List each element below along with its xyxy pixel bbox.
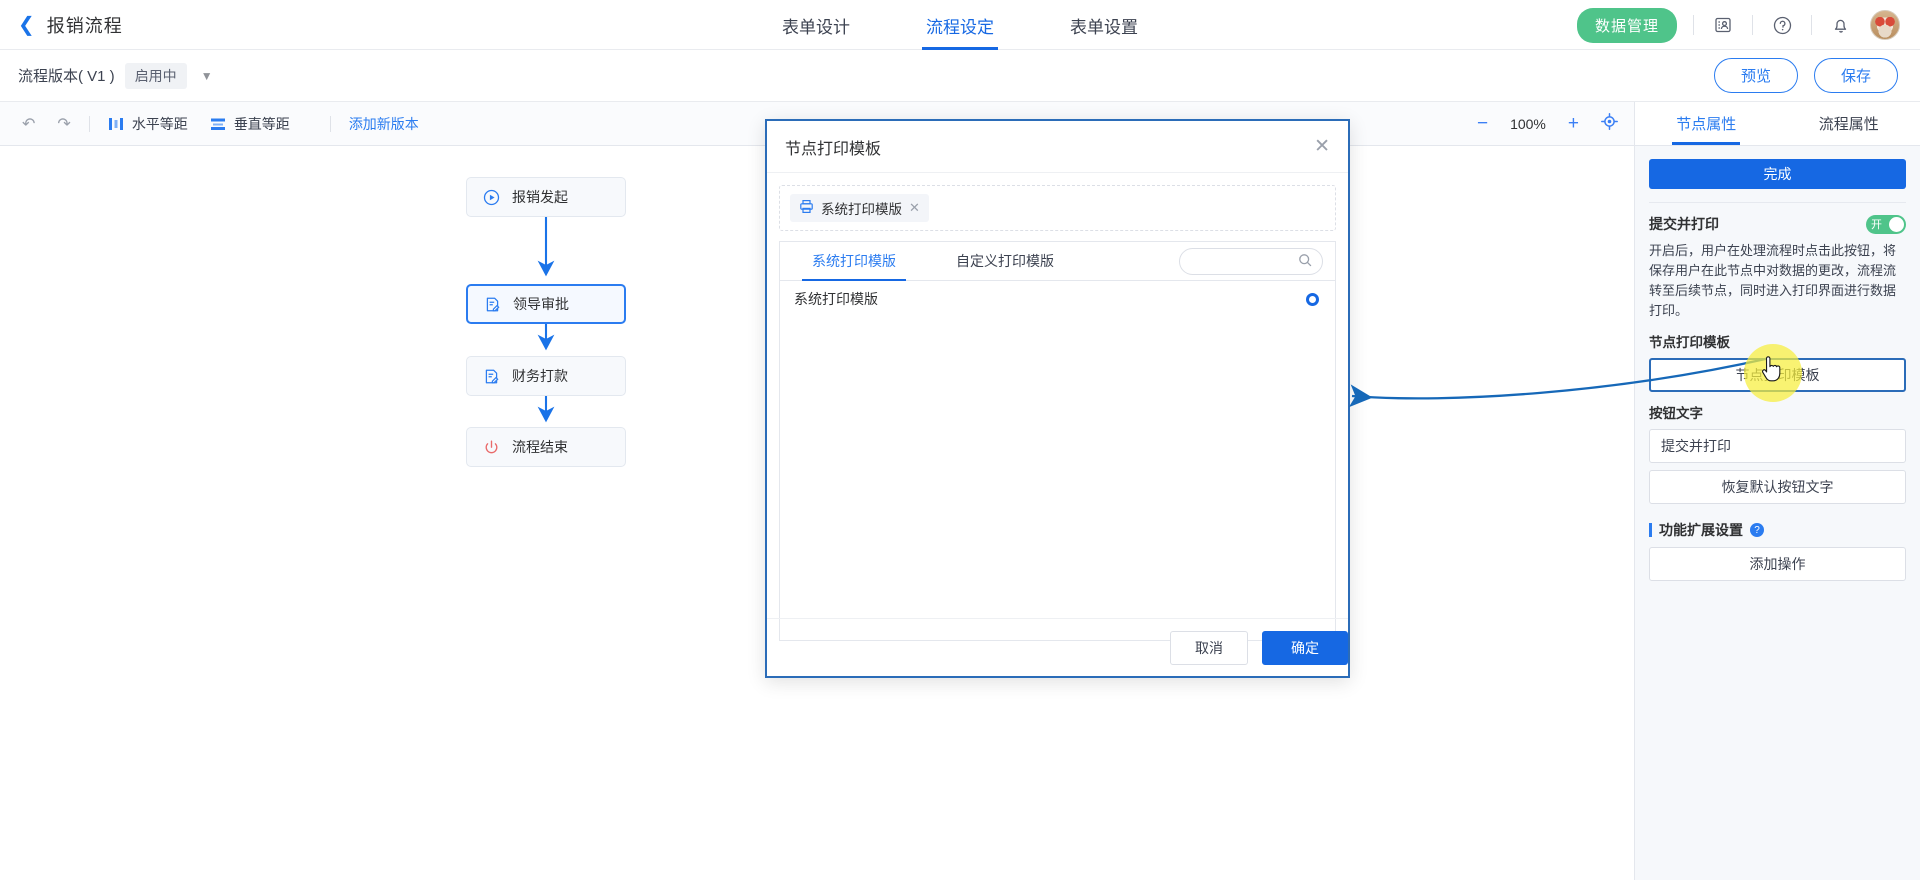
tab-process-settings[interactable]: 流程设定 <box>922 0 998 50</box>
avatar[interactable] <box>1870 10 1900 40</box>
tab-node-properties[interactable]: 节点属性 <box>1635 102 1778 145</box>
chevron-down-icon[interactable]: ▼ <box>200 68 213 83</box>
chevron-left-icon[interactable]: ❮ <box>18 13 35 36</box>
selected-template-chip[interactable]: 系统打印模版 ✕ <box>790 194 929 222</box>
data-management-button[interactable]: 数据管理 <box>1576 7 1677 43</box>
radio-selected-icon[interactable] <box>1306 292 1319 306</box>
zoom-level-value: 100% <box>1510 115 1546 132</box>
cancel-button[interactable]: 取消 <box>1170 630 1248 665</box>
tab-custom-print-template[interactable]: 自定义打印模版 <box>956 253 1054 269</box>
tab-form-settings[interactable]: 表单设置 <box>1070 17 1138 37</box>
version-bar: 流程版本( V1 ) 启用中 ▼ 预览 保存 <box>0 50 1920 102</box>
close-icon[interactable]: ✕ <box>1314 136 1330 157</box>
extension-settings-title: 功能扩展设置 <box>1659 522 1743 538</box>
version-label: 流程版本( V1 ) <box>18 68 115 85</box>
dialog-body: 系统打印模版 ✕ 系统打印模版 自定义打印模版 系统打印模版 <box>767 173 1348 641</box>
submit-and-print-row: 提交并打印 开 <box>1649 214 1906 234</box>
button-text-label: 按钮文字 <box>1649 406 1703 421</box>
search-icon <box>1298 253 1312 270</box>
add-new-version-link[interactable]: 添加新版本 <box>348 115 419 132</box>
flow-node-end[interactable]: 流程结束 <box>466 427 626 467</box>
extension-settings-header: 功能扩展设置 ? <box>1649 520 1906 540</box>
play-circle-icon <box>483 189 500 206</box>
properties-panel: 节点属性 流程属性 完成 提交并打印 开 开启后，用户在处理流程时点击此按钮，将… <box>1634 102 1920 880</box>
vertical-distribute-button[interactable]: 垂直等距 <box>210 114 290 134</box>
redo-arrow-icon[interactable]: ↷ <box>57 115 71 133</box>
node-print-template-button[interactable]: 节点打印模板 <box>1649 358 1906 392</box>
flow-node-start[interactable]: 报销发起 <box>466 177 626 217</box>
top-nav-tabs: 表单设计 流程设定 表单设置 <box>0 0 1920 50</box>
vertical-distribute-label: 垂直等距 <box>233 115 290 132</box>
template-list-box: 系统打印模版 自定义打印模版 系统打印模版 <box>779 241 1336 641</box>
close-small-icon[interactable]: ✕ <box>909 200 920 215</box>
status-badge: 启用中 <box>124 62 187 89</box>
template-search-box[interactable] <box>1179 247 1323 275</box>
approval-doc-icon <box>484 296 501 313</box>
undo-arrow-icon[interactable]: ↶ <box>22 115 36 133</box>
submit-and-print-toggle[interactable]: 开 <box>1866 214 1906 234</box>
help-circle-icon[interactable] <box>1769 12 1795 38</box>
divider <box>329 115 331 132</box>
tab-system-print-template[interactable]: 系统打印模版 <box>802 241 906 281</box>
header-actions: 数据管理 <box>1576 0 1900 50</box>
submit-and-print-description: 开启后，用户在处理流程时点击此按钮，将保存用户在此节点中对数据的更改，流程流转至… <box>1649 243 1897 318</box>
minus-icon[interactable]: − <box>1476 113 1489 134</box>
divider <box>1811 15 1812 35</box>
back-navigation[interactable]: ❮ 报销流程 <box>18 12 123 38</box>
flow-node-finance-payment[interactable]: 财务打款 <box>466 356 626 396</box>
confirm-button[interactable]: 确定 <box>1262 630 1348 665</box>
horizontal-distribute-icon <box>108 117 123 130</box>
selected-template-chip-area[interactable]: 系统打印模版 ✕ <box>779 185 1336 231</box>
node-print-template-label: 节点打印模板 <box>1649 335 1730 350</box>
done-button[interactable]: 完成 <box>1649 159 1906 189</box>
help-circle-icon[interactable]: ? <box>1750 523 1764 537</box>
chip-label: 系统打印模版 <box>821 202 902 217</box>
add-action-button[interactable]: 添加操作 <box>1649 547 1906 581</box>
button-text-input[interactable] <box>1649 429 1906 463</box>
flow-node-label: 领导审批 <box>513 296 569 312</box>
dialog-header: 节点打印模板 ✕ <box>767 121 1348 173</box>
tab-form-design[interactable]: 表单设计 <box>782 17 850 37</box>
restore-default-button-text-button[interactable]: 恢复默认按钮文字 <box>1649 470 1906 504</box>
dialog-title: 节点打印模板 <box>785 140 882 158</box>
section-accent-bar <box>1649 523 1652 537</box>
version-actions: 预览 保存 <box>1713 58 1898 93</box>
properties-panel-tabs: 节点属性 流程属性 <box>1635 102 1920 146</box>
list-item-label: 系统打印模版 <box>794 291 878 307</box>
horizontal-distribute-button[interactable]: 水平等距 <box>108 114 188 134</box>
template-list-tabs: 系统打印模版 自定义打印模版 <box>780 241 1335 281</box>
plus-icon[interactable]: + <box>1567 113 1579 134</box>
power-off-icon <box>483 439 500 456</box>
flow-node-leader-approval[interactable]: 领导审批 <box>466 284 626 324</box>
divider <box>88 115 90 132</box>
horizontal-distribute-label: 水平等距 <box>131 115 188 132</box>
toggle-state-label: 开 <box>1871 219 1882 231</box>
bell-icon[interactable] <box>1828 12 1854 38</box>
properties-panel-body: 完成 提交并打印 开 开启后，用户在处理流程时点击此按钮，将保存用户在此节点中对… <box>1635 146 1920 581</box>
tab-process-properties[interactable]: 流程属性 <box>1818 116 1879 133</box>
divider <box>1752 15 1753 35</box>
approval-doc-icon <box>483 368 500 385</box>
page-title: 报销流程 <box>46 15 123 36</box>
target-crosshair-icon[interactable] <box>1601 113 1618 134</box>
list-item[interactable]: 系统打印模版 <box>780 281 1335 317</box>
save-button[interactable]: 保存 <box>1813 58 1898 93</box>
preview-button[interactable]: 预览 <box>1713 58 1798 93</box>
dialog-footer: 取消 确定 <box>767 618 1348 676</box>
divider <box>1649 202 1906 203</box>
contact-card-icon[interactable] <box>1710 12 1736 38</box>
toggle-knob <box>1889 216 1904 232</box>
node-print-template-dialog: 节点打印模板 ✕ 系统打印模版 ✕ 系统打印模版 自定义打印模版 <box>765 119 1350 678</box>
flow-node-label: 报销发起 <box>512 189 568 205</box>
divider <box>1693 15 1694 35</box>
search-input[interactable] <box>1190 252 1294 270</box>
printer-icon <box>799 199 814 217</box>
flow-node-label: 流程结束 <box>512 439 568 455</box>
flow-node-label: 财务打款 <box>512 368 568 384</box>
submit-and-print-title: 提交并打印 <box>1649 216 1719 232</box>
vertical-distribute-icon <box>210 118 225 130</box>
zoom-controls: − 100% + <box>1477 113 1618 134</box>
